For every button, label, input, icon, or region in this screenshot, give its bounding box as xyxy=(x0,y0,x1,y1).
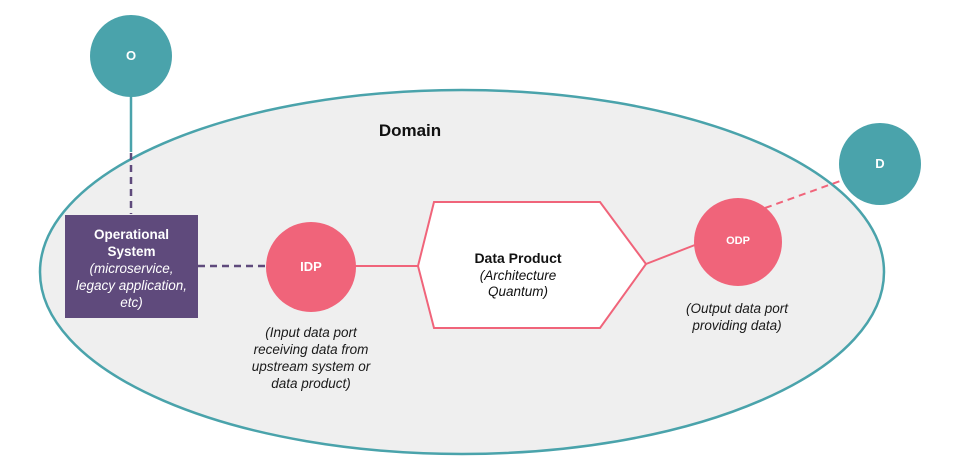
d-label: D xyxy=(875,156,885,171)
data-product-label: Data Product (Architecture Quantum) xyxy=(448,250,588,301)
data-product-title: Data Product xyxy=(474,250,562,266)
operational-system-title: Operational System xyxy=(93,227,169,259)
operational-system-box xyxy=(65,215,198,318)
dp-odp-connector xyxy=(645,242,701,265)
idp-caption: (Input data port receiving data from ups… xyxy=(251,325,371,391)
idp-circle xyxy=(266,222,356,312)
operational-system-label: Operational System (microservice, legacy… xyxy=(72,227,191,311)
d-circle xyxy=(839,123,921,205)
odp-label: ODP xyxy=(726,235,750,247)
o-circle xyxy=(90,15,172,97)
domain-label: Domain xyxy=(378,121,442,140)
odp-caption: (Output data port providing data) xyxy=(685,301,789,333)
idp-label: IDP xyxy=(300,259,322,274)
data-product-subtitle: (Architecture Quantum) xyxy=(479,267,557,300)
odp-d-connector xyxy=(764,179,844,209)
data-product-hexagon xyxy=(416,201,648,329)
o-label: O xyxy=(125,48,137,63)
odp-circle xyxy=(694,198,782,286)
operational-system-subtitle: (microservice, legacy application, etc) xyxy=(75,260,188,310)
